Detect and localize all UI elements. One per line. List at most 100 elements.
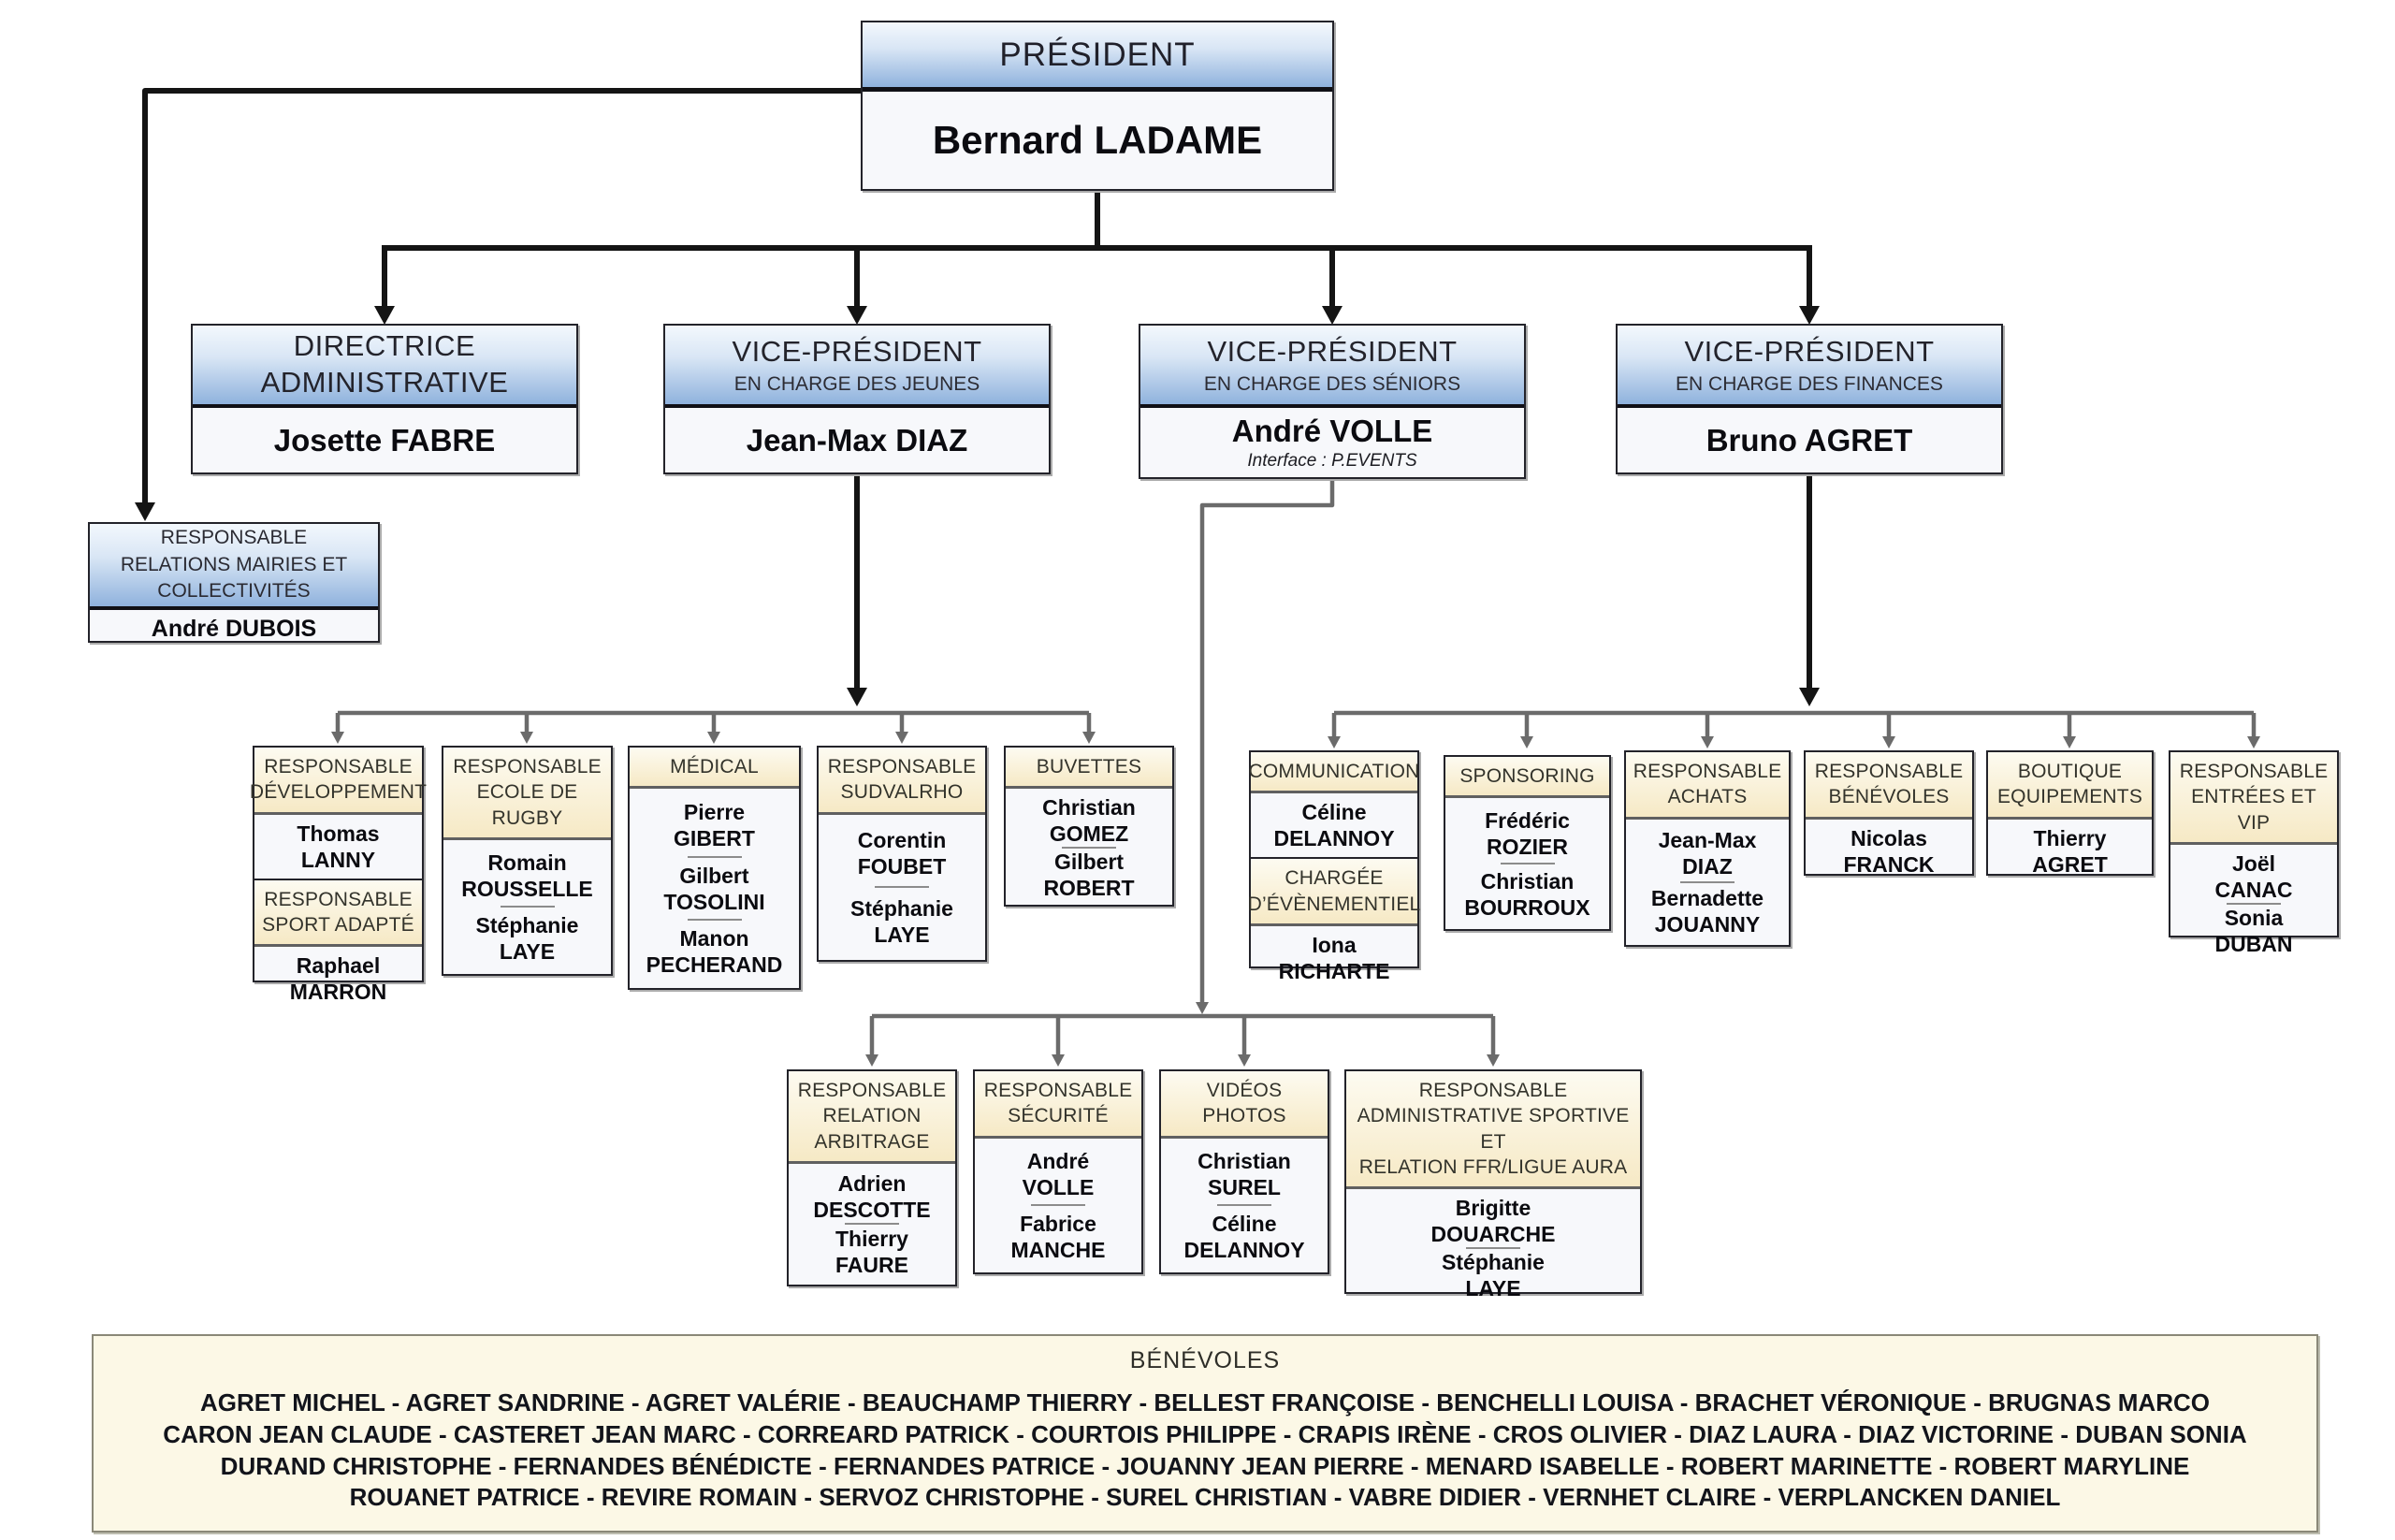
box-directrice-header: DIRECTRICE ADMINISTRATIVE — [193, 326, 576, 408]
name-divider — [687, 919, 742, 922]
entrees-vip-name-2: Sonia DUBAN — [2214, 905, 2293, 957]
name-divider — [875, 886, 929, 889]
videos-photos-name-2: Céline DELANNOY — [1183, 1211, 1305, 1262]
box-medical-body: Pierre GIBERT Gilbert TOSOLINI Manon PEC… — [630, 789, 799, 988]
box-resp-benevoles-header: RESPONSABLE BÉNÉVOLES — [1806, 752, 1972, 820]
box-relations-mairies-header: RESPONSABLE RELATIONS MAIRIES ET COLLECT… — [90, 524, 378, 610]
securite-name-2: Fabrice MANCHE — [1010, 1211, 1106, 1262]
sport-adapte-title: RESPONSABLE SPORT ADAPTÉ — [262, 888, 414, 936]
vp-jeunes-title: VICE-PRÉSIDENT — [732, 335, 982, 369]
box-admin-sportive: RESPONSABLE ADMINISTRATIVE SPORTIVE ET R… — [1344, 1069, 1642, 1300]
box-admin-sportive-body: Brigitte DOUARCHE Stéphanie LAYE — [1346, 1189, 1640, 1307]
box-developpement-body1: Thomas LANNY — [254, 815, 422, 879]
resp-benevoles-name: Nicolas FRANCK — [1843, 825, 1935, 877]
box-achats-header: RESPONSABLE ACHATS — [1626, 752, 1789, 820]
box-resp-benevoles-body: Nicolas FRANCK — [1806, 820, 1972, 883]
benevoles-panel: BÉNÉVOLES AGRET MICHEL - AGRET SANDRINE … — [92, 1334, 2318, 1533]
box-evenementiel-header: CHARGÉE D’ÉVÈNEMENTIEL — [1248, 857, 1420, 926]
box-securite: RESPONSABLE SÉCURITÉ André VOLLE Fabrice… — [973, 1069, 1143, 1274]
box-sponsoring: SPONSORING Frédéric ROZIER Christian BOU… — [1444, 755, 1611, 931]
relations-mairies-name: André DUBOIS — [151, 616, 317, 642]
box-sport-adapte-body: Raphael MARRON — [254, 947, 422, 1010]
box-sport-adapte-header: RESPONSABLE SPORT ADAPTÉ — [254, 878, 422, 948]
box-boutique-header: BOUTIQUE EQUIPEMENTS — [1988, 752, 2152, 820]
ecole-name-2: Stéphanie LAYE — [475, 912, 579, 964]
box-ecole-de-rugby: RESPONSABLE ECOLE DE RUGBY Romain ROUSSE… — [442, 746, 613, 976]
box-ecole-header: RESPONSABLE ECOLE DE RUGBY — [443, 748, 611, 840]
vp-finances-subtitle: EN CHARGE DES FINANCES — [1676, 372, 1943, 395]
name-divider — [1500, 863, 1555, 865]
box-arbitrage-body: Adrien DESCOTTE Thierry FAURE — [789, 1164, 955, 1285]
vp-seniors-subtitle: EN CHARGE DES SÉNIORS — [1203, 372, 1461, 395]
entrees-vip-title: RESPONSABLE ENTRÉES ET VIP — [2179, 761, 2329, 834]
box-developpement-header1: RESPONSABLE DÉVELOPPEMENT — [250, 748, 427, 815]
box-communication-body: Céline DELANNOY — [1251, 793, 1417, 857]
achats-name-2: Bernadette JOUANNY — [1650, 885, 1764, 937]
box-medical: MÉDICAL Pierre GIBERT Gilbert TOSOLINI M… — [628, 746, 801, 990]
box-achats-body: Jean-Max DIAZ Bernadette JOUANNY — [1626, 820, 1789, 945]
benevoles-line-2: CARON JEAN CLAUDE - CASTERET JEAN MARC -… — [163, 1419, 2247, 1448]
name-divider — [2227, 902, 2281, 905]
developpement-title: RESPONSABLE DÉVELOPPEMENT — [249, 756, 428, 804]
name-divider — [687, 855, 742, 858]
box-boutique-body: Thierry AGRET — [1988, 820, 2152, 883]
box-developpement: RESPONSABLE DÉVELOPPEMENT Thomas LANNY R… — [250, 746, 427, 1004]
vp-finances-name: Bruno AGRET — [1706, 422, 1913, 458]
box-evenementiel-body: Iona RICHARTE — [1251, 926, 1417, 990]
vp-seniors-name: André VOLLE — [1231, 414, 1433, 449]
box-vp-finances-body: Bruno AGRET — [1618, 408, 2001, 472]
box-vp-seniors: VICE-PRÉSIDENT EN CHARGE DES SÉNIORS And… — [1139, 324, 1526, 479]
ecole-title: RESPONSABLE ECOLE DE RUGBY — [453, 756, 602, 829]
box-vp-seniors-body: André VOLLE Interface : P.EVENTS — [1140, 408, 1524, 477]
box-videos-photos-header: VIDÉOS PHOTOS — [1161, 1071, 1328, 1139]
evenementiel-title: CHARGÉE D’ÉVÈNEMENTIEL — [1247, 867, 1421, 915]
box-vp-jeunes: VICE-PRÉSIDENT EN CHARGE DES JEUNES Jean… — [663, 324, 1051, 474]
developpement-name: Thomas LANNY — [297, 821, 380, 872]
benevoles-line-3: DURAND CHRISTOPHE - FERNANDES BÉNÉDICTE … — [220, 1451, 2190, 1480]
medical-name-2: Gilbert TOSOLINI — [663, 863, 765, 914]
relations-mairies-title: RESPONSABLE RELATIONS MAIRIES ET COLLECT… — [120, 527, 348, 603]
box-sudvalrho-body: Corentin FOUBET Stéphanie LAYE — [819, 815, 985, 960]
box-buvettes: BUVETTES Christian GOMEZ Gilbert ROBERT — [1004, 746, 1174, 907]
box-president: PRÉSIDENT Bernard LADAME — [861, 21, 1334, 191]
box-medical-header: MÉDICAL — [630, 748, 799, 790]
name-divider — [1217, 1204, 1271, 1207]
boutique-title: BOUTIQUE EQUIPEMENTS — [1996, 761, 2143, 808]
boutique-name: Thierry AGRET — [2032, 825, 2108, 877]
name-divider — [1062, 847, 1116, 850]
box-videos-photos-body: Christian SUREL Céline DELANNOY — [1161, 1139, 1328, 1272]
buvettes-title: BUVETTES — [1036, 756, 1142, 777]
benevoles-line-1: AGRET MICHEL - AGRET SANDRINE - AGRET VA… — [200, 1388, 2210, 1417]
box-boutique: BOUTIQUE EQUIPEMENTS Thierry AGRET — [1986, 750, 2154, 877]
box-securite-header: RESPONSABLE SÉCURITÉ — [975, 1071, 1141, 1139]
communication-title: COMMUNICATION — [1248, 761, 1420, 782]
sponsoring-title: SPONSORING — [1459, 765, 1595, 787]
box-vp-finances: VICE-PRÉSIDENT EN CHARGE DES FINANCES Br… — [1616, 324, 2003, 474]
arbitrage-title: RESPONSABLE RELATION ARBITRAGE — [797, 1080, 947, 1153]
communication-name: Céline DELANNOY — [1273, 800, 1395, 851]
box-directrice-administrative: DIRECTRICE ADMINISTRATIVE Josette FABRE — [191, 324, 578, 474]
box-sponsoring-header: SPONSORING — [1445, 757, 1609, 799]
box-communication-header: COMMUNICATION — [1248, 752, 1420, 794]
box-president-body: Bernard LADAME — [863, 92, 1332, 189]
sudvalrho-title: RESPONSABLE SUDVALRHO — [827, 756, 977, 804]
admin-sportive-name-1: Brigitte DOUARCHE — [1430, 1196, 1556, 1247]
evenementiel-name: Iona RICHARTE — [1278, 932, 1390, 984]
box-directrice-body: Josette FABRE — [193, 408, 576, 472]
name-divider — [1680, 880, 1735, 883]
benevoles-title: BÉNÉVOLES — [1129, 1347, 1281, 1373]
sport-adapte-name: Raphael MARRON — [289, 953, 387, 1005]
box-buvettes-header: BUVETTES — [1006, 748, 1172, 790]
securite-name-1: André VOLLE — [1022, 1148, 1095, 1199]
name-divider — [500, 906, 555, 908]
ecole-name-1: Romain ROUSSELLE — [461, 850, 593, 902]
box-sponsoring-body: Frédéric ROZIER Christian BOURROUX — [1445, 798, 1609, 929]
box-admin-sportive-header: RESPONSABLE ADMINISTRATIVE SPORTIVE ET R… — [1346, 1071, 1640, 1190]
sudvalrho-name-2: Stéphanie LAYE — [850, 895, 953, 947]
vp-jeunes-subtitle: EN CHARGE DES JEUNES — [733, 372, 980, 395]
box-sudvalrho: RESPONSABLE SUDVALRHO Corentin FOUBET St… — [817, 746, 987, 962]
entrees-vip-name-1: Joël CANAC — [2214, 850, 2293, 902]
arbitrage-name-1: Adrien DESCOTTE — [813, 1170, 931, 1222]
sponsoring-name-1: Frédéric ROZIER — [1485, 807, 1570, 859]
